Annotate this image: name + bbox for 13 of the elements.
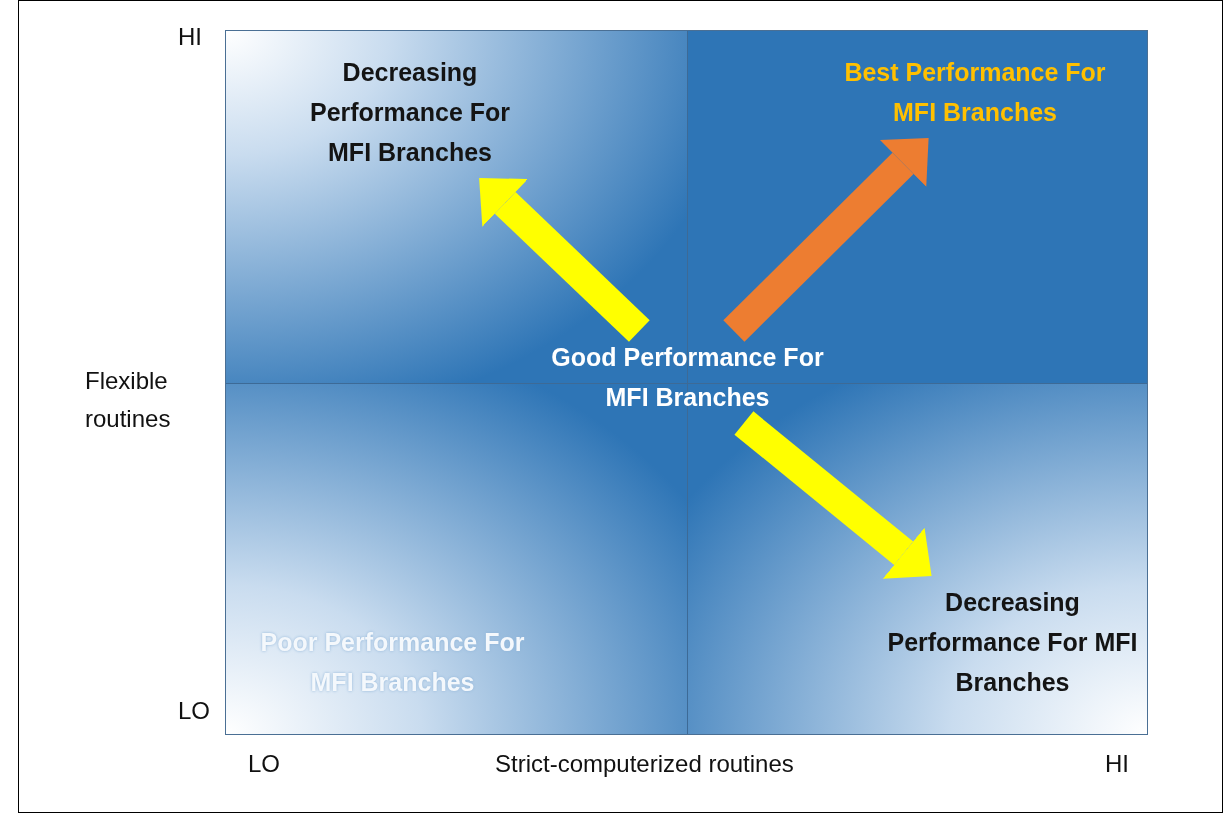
block-arrow [723, 138, 929, 342]
axis-end-label: LO [248, 749, 280, 779]
quadrant-label: Decreasing Performance For MFI Branches [300, 52, 520, 172]
quadrant-label: Good Performance For MFI Branches [540, 337, 835, 417]
axis-end-label: HI [1105, 749, 1129, 779]
quadrant-label: Decreasing Performance For MFI Branches [880, 582, 1145, 702]
block-arrow [479, 178, 650, 342]
axis-title: Flexible routines [85, 366, 172, 434]
axis-end-label: LO [178, 696, 210, 726]
block-arrow [734, 411, 932, 579]
axis-title: Strict-computerized routines [495, 749, 794, 779]
quadrant-label: Best Performance For MFI Branches [830, 52, 1120, 132]
axis-end-label: HI [178, 22, 202, 52]
